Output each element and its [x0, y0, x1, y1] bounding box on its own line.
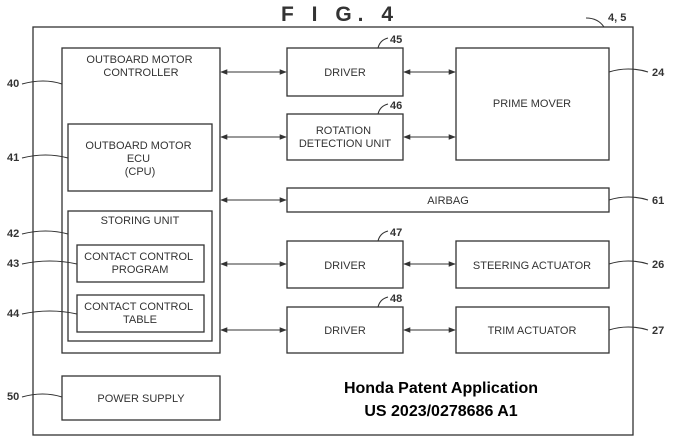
leader-24 — [608, 68, 649, 73]
rotation-detection-unit-label: ROTATION DETECTION UNIT — [299, 125, 392, 150]
ref-44: 44 — [7, 308, 20, 320]
rotation-detection-unit-block — [286, 113, 404, 161]
leader-46 — [377, 103, 389, 115]
outboard-motor-ecu-block — [67, 123, 213, 192]
contact-control-table-label: CONTACT CONTROL TABLE — [84, 301, 196, 326]
trim-actuator-label: TRIM ACTUATOR — [488, 325, 577, 337]
outboard-motor-controller-label: OUTBOARD MOTOR CONTROLLER — [86, 54, 195, 79]
leader-44 — [21, 310, 78, 315]
ref-50: 50 — [7, 391, 19, 403]
airbag-label: AIRBAG — [427, 195, 469, 207]
driver-48-label: DRIVER — [324, 325, 366, 337]
ref-47: 47 — [390, 227, 402, 239]
system-ref-leader — [585, 17, 605, 28]
driver-45-label: DRIVER — [324, 67, 366, 79]
leader-40 — [21, 80, 63, 85]
trim-actuator-block — [455, 306, 610, 354]
prime-mover-label: PRIME MOVER — [493, 98, 571, 110]
ref-24: 24 — [652, 67, 665, 79]
leader-43 — [21, 260, 78, 265]
ref-46: 46 — [390, 100, 402, 112]
ref-27: 27 — [652, 325, 664, 337]
steering-actuator-label: STEERING ACTUATOR — [473, 260, 591, 272]
leader-26 — [608, 260, 649, 265]
watermark-line-1: Honda Patent Application — [344, 380, 538, 397]
leader-41 — [21, 154, 69, 159]
ref-43: 43 — [7, 258, 19, 270]
ref-42: 42 — [7, 228, 19, 240]
outboard-motor-ecu-label: OUTBOARD MOTOR ECU (CPU) — [85, 140, 194, 178]
power-supply-block — [61, 375, 221, 421]
watermark-line-2: US 2023/0278686 A1 — [364, 403, 517, 420]
ref-61: 61 — [652, 195, 664, 207]
figure-title: F I G. 4 — [281, 3, 399, 26]
driver-47-label: DRIVER — [324, 260, 366, 272]
airbag-block — [286, 187, 610, 213]
driver-45-block — [286, 47, 404, 97]
driver-48-block — [286, 306, 404, 354]
prime-mover-block — [455, 47, 610, 161]
leader-50 — [21, 393, 63, 398]
contact-control-program-label: CONTACT CONTROL PROGRAM — [84, 251, 196, 276]
leader-48 — [377, 296, 389, 308]
ref-40: 40 — [7, 78, 19, 90]
power-supply-label: POWER SUPPLY — [97, 393, 185, 405]
leader-27 — [608, 326, 649, 331]
ref-26: 26 — [652, 259, 664, 271]
storing-unit-label: STORING UNIT — [101, 215, 180, 227]
system-ref: 4, 5 — [608, 12, 626, 24]
leader-42 — [21, 230, 69, 235]
ref-41: 41 — [7, 152, 19, 164]
ref-48: 48 — [390, 293, 402, 305]
driver-47-block — [286, 240, 404, 289]
steering-actuator-block — [455, 240, 610, 289]
ref-45: 45 — [390, 34, 402, 46]
leader-45 — [377, 37, 389, 49]
leader-61 — [608, 196, 649, 201]
leader-47 — [377, 230, 389, 242]
